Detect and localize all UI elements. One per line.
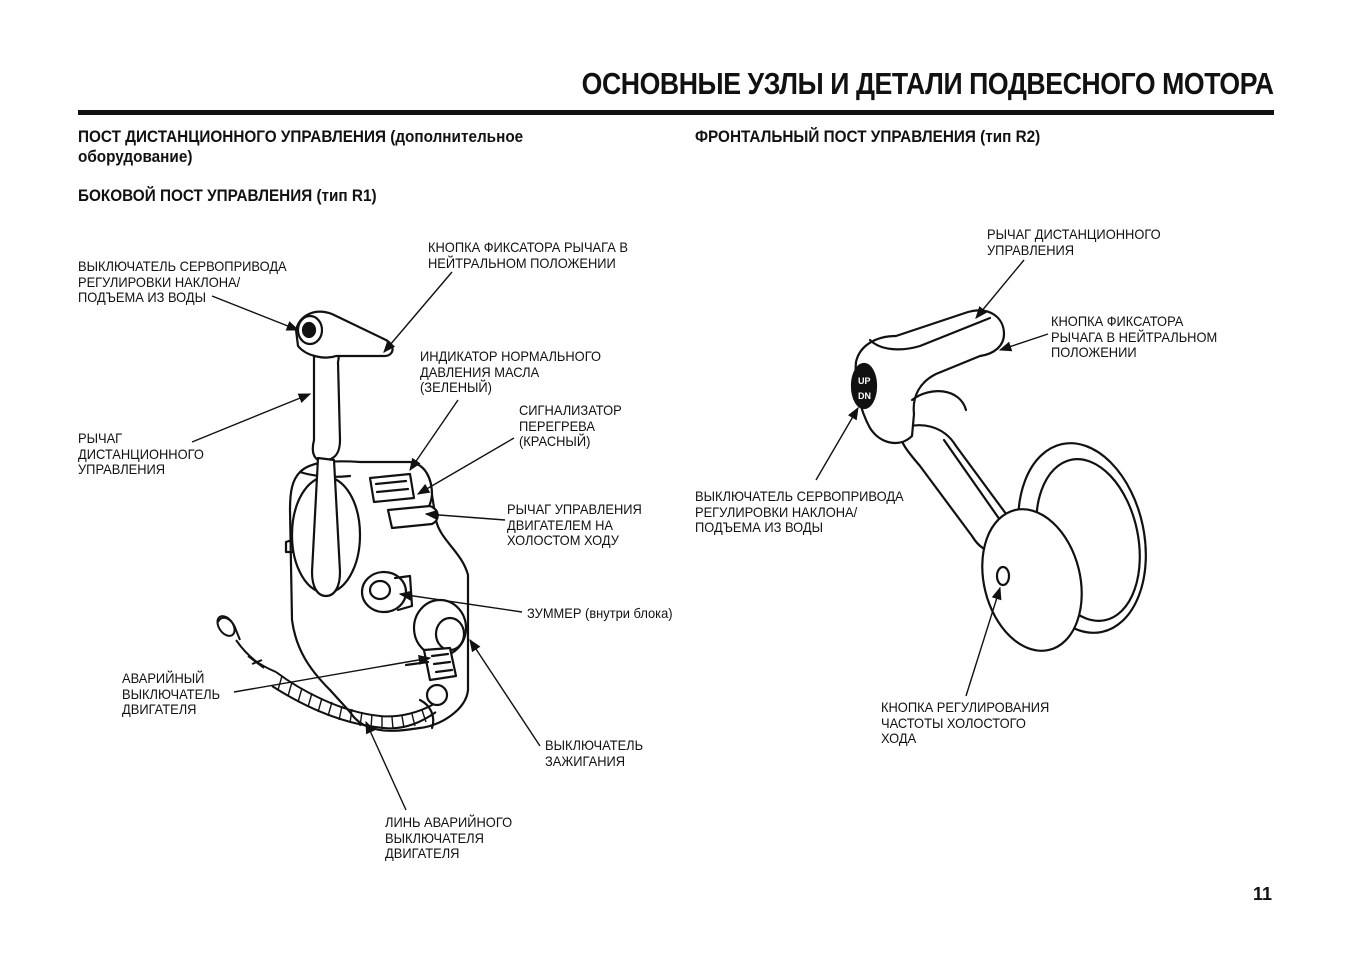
leader-lines-left <box>191 271 541 811</box>
title-rule <box>78 110 1274 115</box>
label-ignition-switch: ВЫКЛЮЧАТЕЛЬ ЗАЖИГАНИЯ <box>545 737 644 769</box>
label-overheat-warning: СИГНАЛИЗАТОР ПЕРЕГРЕВА (КРАСНЫЙ) <box>519 402 622 449</box>
page-number: 11 <box>1252 884 1272 904</box>
section-heading-side-r1: БОКОВОЙ ПОСТ УПРАВЛЕНИЯ (тип R1) <box>78 186 377 205</box>
switch-dn-text: DN <box>858 391 871 401</box>
label-idle-knob: КНОПКА РЕГУЛИРОВАНИЯ ЧАСТОТЫ ХОЛОСТОГО Х… <box>881 699 1050 746</box>
label-idle-lever: РЫЧАГ УПРАВЛЕНИЯ ДВИГАТЕЛЕМ НА ХОЛОСТОМ … <box>507 501 642 548</box>
label-control-lever-r2: РЫЧАГ ДИСТАНЦИОННОГО УПРАВЛЕНИЯ <box>987 226 1161 258</box>
label-trim-switch-r1: ВЫКЛЮЧАТЕЛЬ СЕРВОПРИВОДА РЕГУЛИРОВКИ НАК… <box>78 258 287 305</box>
switch-up-text: UP <box>858 376 871 386</box>
label-control-lever-r1: РЫЧАГ ДИСТАНЦИОННОГО УПРАВЛЕНИЯ <box>78 430 204 477</box>
section-heading-remote-cont: оборудование) <box>78 147 193 166</box>
section-heading-remote: ПОСТ ДИСТАНЦИОННОГО УПРАВЛЕНИЯ (дополнит… <box>78 127 524 146</box>
label-buzzer: ЗУММЕР (внутри блока) <box>527 605 673 621</box>
label-oil-indicator: ИНДИКАТОР НОРМАЛЬНОГО ДАВЛЕНИЯ МАСЛА (ЗЕ… <box>420 348 601 395</box>
label-neutral-lock-r1: КНОПКА ФИКСАТОРА РЫЧАГА В НЕЙТРАЛЬНОМ ПО… <box>428 239 629 271</box>
page-title: ОСНОВНЫЕ УЗЛЫ И ДЕТАЛИ ПОДВЕСНОГО МОТОРА <box>582 66 1274 101</box>
label-neutral-lock-r2: КНОПКА ФИКСАТОРА РЫЧАГА В НЕЙТРАЛЬНОМ ПО… <box>1051 313 1218 360</box>
label-lanyard: ЛИНЬ АВАРИЙНОГО ВЫКЛЮЧАТЕЛЯ ДВИГАТЕЛЯ <box>385 814 513 861</box>
label-emergency-switch: АВАРИЙНЫЙ ВЫКЛЮЧАТЕЛЬ ДВИГАТЕЛЯ <box>122 670 221 717</box>
label-trim-switch-r2: ВЫКЛЮЧАТЕЛЬ СЕРВОПРИВОДА РЕГУЛИРОВКИ НАК… <box>695 488 904 535</box>
section-heading-front-r2: ФРОНТАЛЬНЫЙ ПОСТ УПРАВЛЕНИЯ (тип R2) <box>695 127 1041 146</box>
side-control-box-r1 <box>284 310 470 732</box>
leader-lines-right <box>815 259 1049 697</box>
front-control-r2 <box>850 309 1147 652</box>
